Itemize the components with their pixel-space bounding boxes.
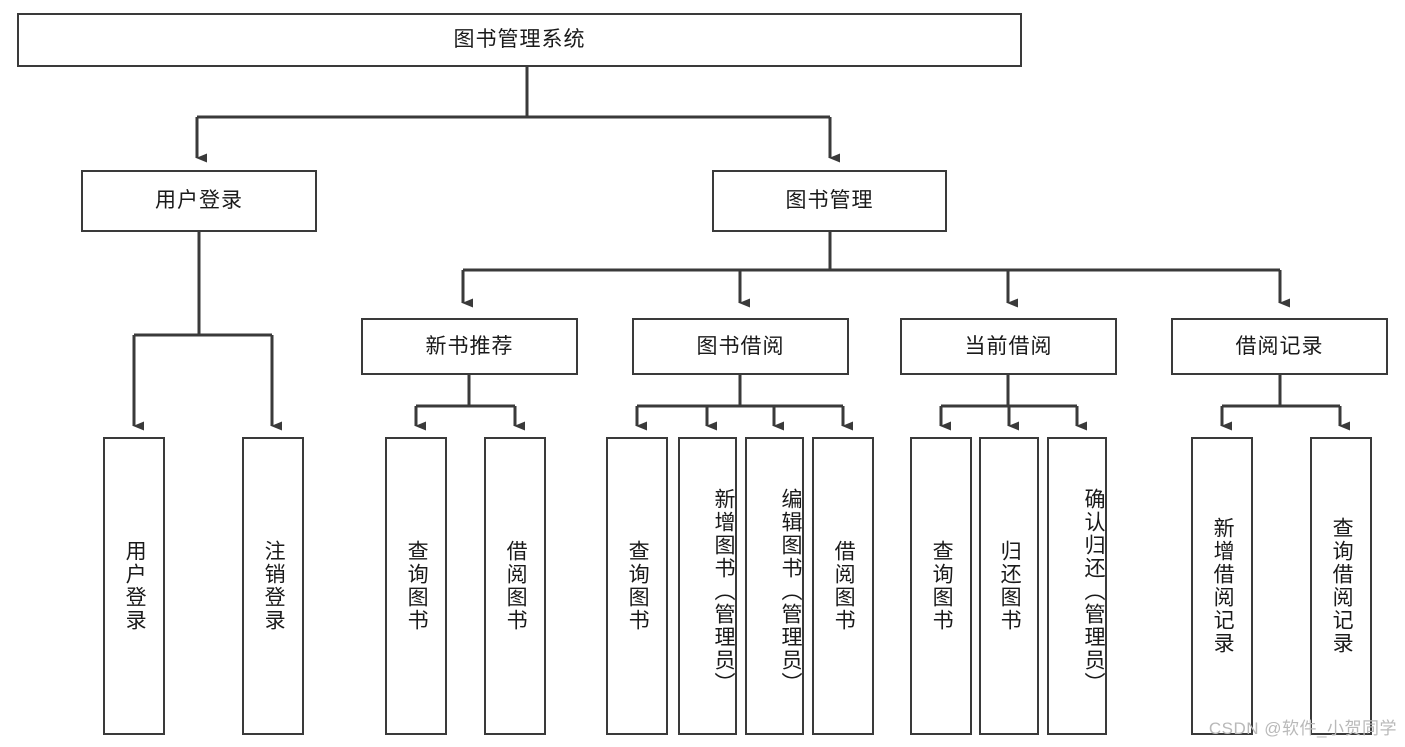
node-book-management[interactable]: 图书管理 bbox=[712, 170, 947, 232]
node-user-login[interactable]: 用户登录 bbox=[81, 170, 317, 232]
node-new-book-recommend[interactable]: 新书推荐 bbox=[361, 318, 578, 375]
leaf-query-book-borrow[interactable]: 查询图书 bbox=[606, 437, 668, 735]
leaf-query-borrow-record[interactable]: 查询借阅记录 bbox=[1310, 437, 1372, 735]
leaf-query-book-recommend[interactable]: 查询图书 bbox=[385, 437, 447, 735]
leaf-return-book[interactable]: 归还图书 bbox=[979, 437, 1039, 735]
leaf-edit-book-admin[interactable]: 编辑图书（管理员） bbox=[745, 437, 804, 735]
leaf-add-book-admin[interactable]: 新增图书（管理员） bbox=[678, 437, 737, 735]
node-root-system[interactable]: 图书管理系统 bbox=[17, 13, 1022, 67]
node-book-borrow[interactable]: 图书借阅 bbox=[632, 318, 849, 375]
leaf-logout[interactable]: 注销登录 bbox=[242, 437, 304, 735]
node-current-borrow[interactable]: 当前借阅 bbox=[900, 318, 1117, 375]
leaf-confirm-return-admin[interactable]: 确认归还（管理员） bbox=[1047, 437, 1107, 735]
leaf-query-book-current[interactable]: 查询图书 bbox=[910, 437, 972, 735]
node-borrow-record[interactable]: 借阅记录 bbox=[1171, 318, 1388, 375]
leaf-borrow-book[interactable]: 借阅图书 bbox=[812, 437, 874, 735]
leaf-add-borrow-record[interactable]: 新增借阅记录 bbox=[1191, 437, 1253, 735]
leaf-borrow-book-recommend[interactable]: 借阅图书 bbox=[484, 437, 546, 735]
leaf-user-login[interactable]: 用户登录 bbox=[103, 437, 165, 735]
